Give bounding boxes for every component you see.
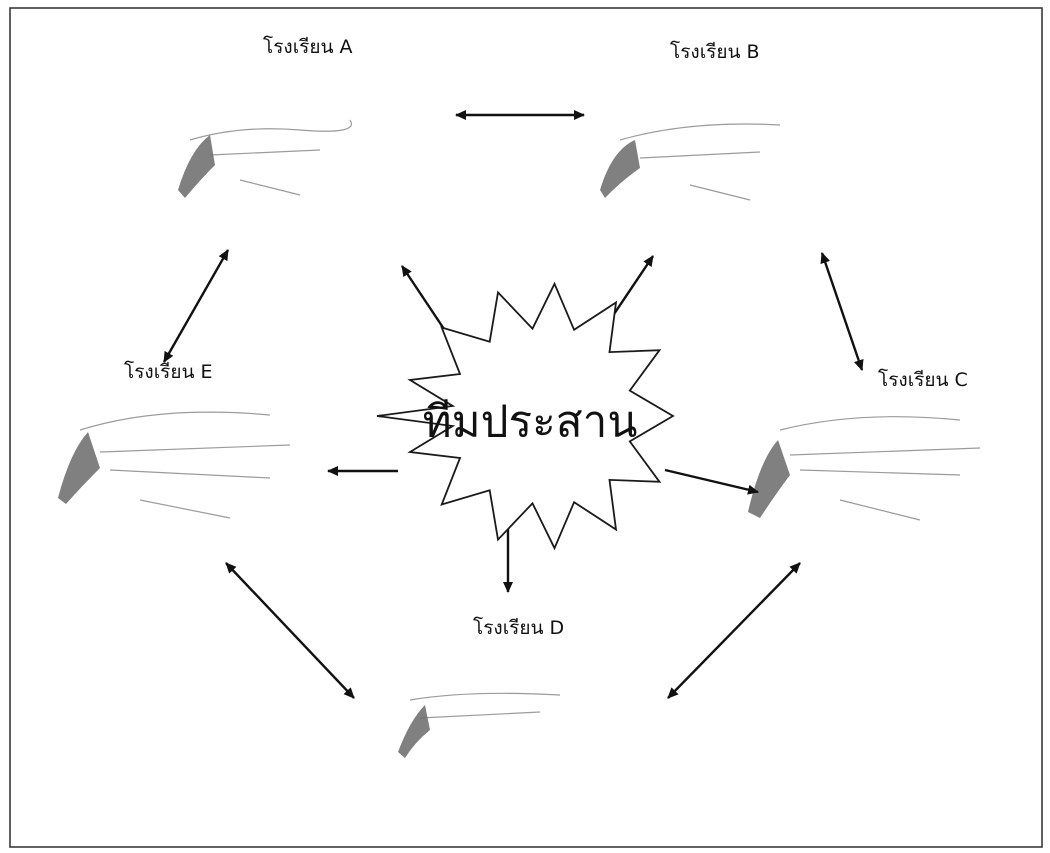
school-e-label: โรงเรียน E <box>124 360 213 383</box>
school-a-illustration <box>178 120 351 198</box>
arrow-e-a <box>164 250 228 362</box>
school-e-illustration <box>58 412 290 518</box>
school-c-illustration <box>748 417 980 520</box>
school-c-label: โรงเรียน C <box>878 368 968 391</box>
school-d-label: โรงเรียน D <box>473 616 564 639</box>
coordination-team-label: ทีมประสาน <box>423 397 638 448</box>
arrow-c-d <box>668 563 800 698</box>
arrow-b-c <box>822 253 862 370</box>
arrow-d-e <box>226 563 354 698</box>
school-a-label: โรงเรียน A <box>263 35 353 58</box>
arrow-center-c <box>665 470 758 492</box>
school-d-illustration <box>398 693 560 758</box>
school-b-label: โรงเรียน B <box>670 40 760 63</box>
school-b-illustration <box>600 124 780 200</box>
